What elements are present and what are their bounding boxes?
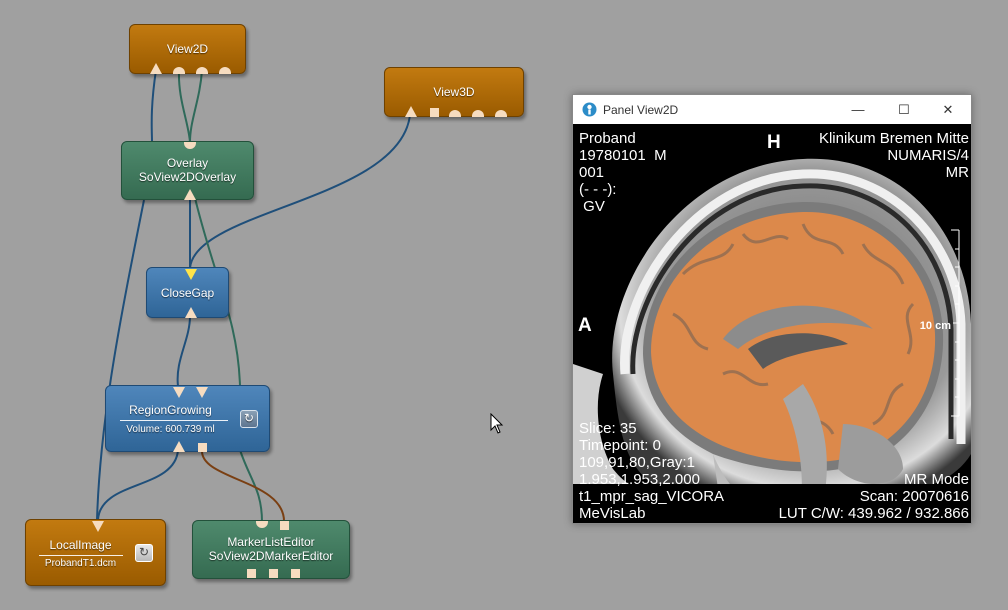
connection-view2d-overlay-b <box>189 69 203 143</box>
mr-mode: MR Mode <box>903 471 969 488</box>
module-closegap[interactable]: CloseGap <box>146 267 229 318</box>
series-description: t1_mpr_sag_VICORA <box>579 488 725 505</box>
output-port-markers[interactable] <box>280 521 289 530</box>
input-port-inventor[interactable] <box>196 67 208 74</box>
input-port-image[interactable] <box>185 307 197 318</box>
overlay-top-right: Klinikum Bremen Mitte NUMARIS/4 MR <box>819 130 969 181</box>
value-info: GV <box>579 198 605 215</box>
module-title: View3D <box>433 85 475 99</box>
connection-closegap-regiongrowing <box>176 315 191 387</box>
connection-view2d-localimage <box>96 199 145 521</box>
overlay-bottom-left: Slice: 35 Timepoint: 0 109,91,80,Gray:1 … <box>579 420 724 522</box>
slice-info: Slice: 35 <box>579 420 637 437</box>
window-title: Panel View2D <box>603 103 679 117</box>
mevislab-icon <box>582 102 597 117</box>
module-divider <box>120 420 228 421</box>
input-port-image[interactable] <box>184 189 196 200</box>
input-port-image[interactable] <box>405 106 417 117</box>
input-port-inventor[interactable] <box>472 110 484 117</box>
lut-info: LUT C/W: 439.962 / 932.866 <box>778 505 969 522</box>
module-regiongrowing[interactable]: RegionGrowing Volume: 600.739 ml ↻ <box>105 385 270 452</box>
input-port-inventor[interactable] <box>449 110 461 117</box>
module-title: View2D <box>166 42 209 56</box>
output-port-image[interactable] <box>92 521 104 532</box>
connection-regiongrowing-localimage <box>97 449 179 521</box>
mri-slice-image <box>573 124 971 523</box>
module-view3d[interactable]: View3D <box>384 67 524 117</box>
maximize-button[interactable]: ☐ <box>898 102 910 117</box>
input-port-base[interactable] <box>430 108 439 117</box>
output-port-image[interactable] <box>185 269 197 280</box>
output-port-inventor[interactable] <box>184 142 196 149</box>
orientation-top-label: H <box>767 132 781 153</box>
input-port-markers[interactable] <box>198 443 207 452</box>
module-overlay[interactable]: Overlay SoView2DOverlay <box>121 141 254 200</box>
input-port-markers[interactable] <box>269 569 278 578</box>
input-port-markers[interactable] <box>291 569 300 578</box>
timepoint-info: Timepoint: 0 <box>579 437 661 454</box>
voxel-info: 109,91,80,Gray:1 <box>579 454 695 471</box>
refresh-icon[interactable]: ↻ <box>240 410 258 428</box>
connection-regiongrowing-markers <box>200 449 286 523</box>
module-title: MarkerListEditor <box>227 535 315 549</box>
input-port-inventor[interactable] <box>173 67 185 74</box>
connection-view2d-image <box>150 69 157 143</box>
module-markerlisteditor[interactable]: MarkerListEditor SoView2DMarkerEditor <box>192 520 350 579</box>
filename-readout: ProbandT1.dcm <box>44 558 117 569</box>
patient-birthdate-sex: 19780101 M <box>579 147 667 164</box>
scale-bar <box>951 229 960 417</box>
modality: MR <box>945 164 969 181</box>
image-viewer[interactable]: Proband 19780101 M 001 (- - -): GV H Kli… <box>573 124 971 523</box>
orientation-left-label: A <box>578 315 592 336</box>
volume-readout: Volume: 600.739 ml <box>126 424 215 435</box>
overlay-bottom-right: MR Mode Scan: 20070616 LUT C/W: 439.962 … <box>779 471 969 522</box>
output-port-image[interactable] <box>196 387 208 398</box>
orientation-info: (- - -): <box>579 181 617 198</box>
input-port-inventor[interactable] <box>219 67 231 74</box>
module-localimage[interactable]: LocalImage ProbandT1.dcm ↻ <box>25 519 166 586</box>
patient-name: Proband <box>579 130 636 147</box>
module-title: Overlay <box>166 156 209 170</box>
scale-label: 10 cm <box>919 320 951 332</box>
connection-regiongrowing-markerlist <box>239 449 263 523</box>
input-port-inventor[interactable] <box>495 110 507 117</box>
input-port-image[interactable] <box>173 441 185 452</box>
input-port-markers[interactable] <box>247 569 256 578</box>
overlay-top-left: Proband 19780101 M 001 (- - -): GV <box>579 130 667 215</box>
refresh-icon[interactable]: ↻ <box>135 544 153 562</box>
module-divider <box>39 555 123 556</box>
minimize-button[interactable]: — <box>851 102 865 117</box>
output-port-inventor[interactable] <box>256 521 268 528</box>
connection-view2d-overlay-a <box>177 69 191 143</box>
module-title: LocalImage <box>49 538 112 552</box>
patient-id: 001 <box>579 164 605 181</box>
module-view2d[interactable]: View2D <box>129 24 246 74</box>
scanner-model: NUMARIS/4 <box>887 147 969 164</box>
close-button[interactable]: ✕ <box>942 102 954 117</box>
institution-name: Klinikum Bremen Mitte <box>818 130 969 147</box>
connection-view3d-closegap <box>189 114 411 269</box>
output-port-image[interactable] <box>173 387 185 398</box>
software-name: MeVisLab <box>579 505 646 522</box>
module-title: CloseGap <box>160 286 215 300</box>
module-title: RegionGrowing <box>129 403 212 417</box>
module-subtitle: SoView2DOverlay <box>138 170 237 184</box>
mouse-pointer-icon <box>490 413 504 434</box>
voxel-size-info: 1.953,1.953,2.000 <box>579 471 700 488</box>
input-port-image[interactable] <box>150 63 162 74</box>
panel-view2d-window[interactable]: Panel View2D — ☐ ✕ <box>572 94 972 524</box>
window-titlebar[interactable]: Panel View2D — ☐ ✕ <box>573 95 971 124</box>
module-subtitle: SoView2DMarkerEditor <box>208 549 334 563</box>
scan-date: Scan: 20070616 <box>859 488 969 505</box>
